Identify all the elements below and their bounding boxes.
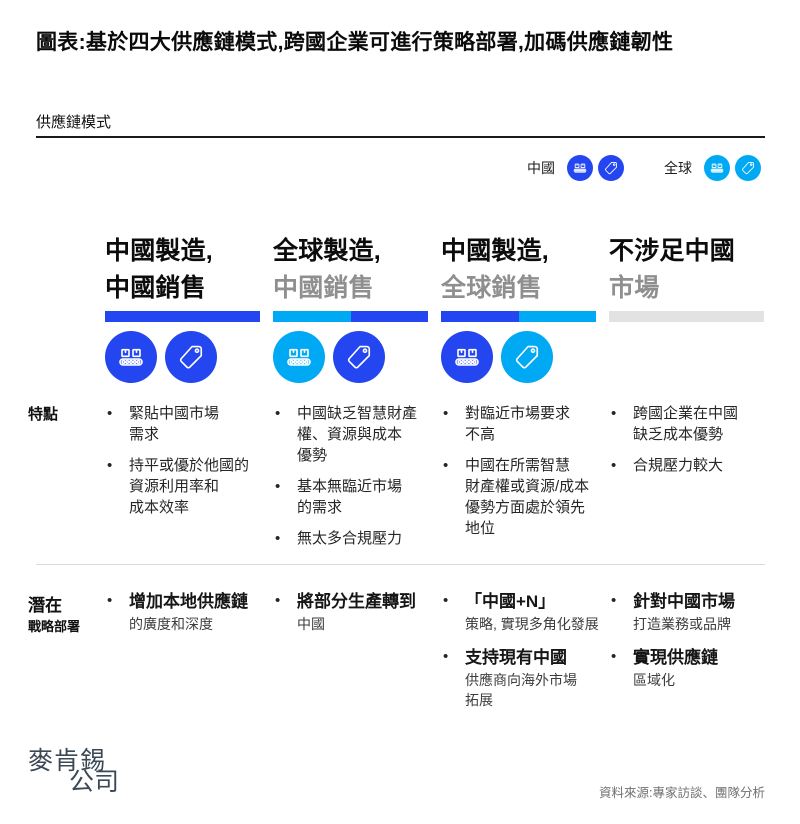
model-color-bar — [273, 311, 428, 322]
factory-icon — [273, 331, 325, 383]
model-color-bar — [609, 311, 764, 322]
features-list-col1: 緊貼中國市場 需求 持平或優於他國的 資源利用率和 成本效率 — [105, 403, 260, 528]
strategy-sub-text: 的廣度和深度 — [129, 616, 213, 632]
logo-line2: 公司 — [69, 768, 120, 796]
model-color-bar — [105, 311, 260, 322]
feature-bullet: 對臨近市場要求 不高 — [441, 403, 596, 445]
strategy-main-text: 支持現有中國 — [465, 648, 567, 667]
features-row-label: 特點 — [28, 406, 59, 423]
features-list-col3: 對臨近市場要求 不高 中國在所需智慧 財產權或資源/成本 優勢方面處於領先 地位 — [441, 403, 596, 549]
strategy-list-col3: 「中國+N」 策略, 實現多角化發展 支持現有中國 供應商向海外市場 拓展 — [441, 590, 599, 722]
china-tag-icon — [598, 155, 624, 181]
strategy-sub-text: 打造業務或品牌 — [633, 616, 731, 632]
strategy-main-text: 將部分生產轉到 — [297, 592, 416, 611]
section-label: 供應鏈模式 — [36, 114, 112, 131]
model-icons — [105, 331, 263, 383]
column-china-make-china-sell: 中國製造, 中國銷售 — [105, 233, 263, 383]
section-rule — [36, 136, 765, 138]
strategy-bullet: 針對中國市場 打造業務或品牌 — [609, 590, 767, 634]
legend-global-label: 全球 — [664, 162, 692, 177]
column-no-china-market: 不涉足中國 市場 — [609, 233, 767, 322]
column-header-line2: 市場 — [609, 274, 660, 302]
column-header-line2: 中國銷售 — [105, 274, 206, 302]
feature-bullet: 持平或優於他國的 資源利用率和 成本效率 — [105, 455, 260, 518]
model-color-bar — [441, 311, 596, 322]
feature-bullet: 緊貼中國市場 需求 — [105, 403, 260, 445]
strategy-main-text: 針對中國市場 — [633, 592, 735, 611]
strategy-bullet: 增加本地供應鏈 的廣度和深度 — [105, 590, 263, 634]
model-icons — [441, 331, 599, 383]
strategy-bullet: 將部分生產轉到 中國 — [273, 590, 431, 634]
strategy-main-text: 「中國+N」 — [465, 592, 556, 611]
legend-china-label: 中國 — [527, 162, 555, 177]
column-header-line2: 全球銷售 — [441, 274, 542, 302]
feature-bullet: 中國在所需智慧 財產權或資源/成本 優勢方面處於領先 地位 — [441, 455, 596, 539]
feature-bullet: 跨國企業在中國 缺乏成本優勢 — [609, 403, 764, 445]
logo-line1: 麥肯錫 — [28, 747, 107, 775]
strategy-list-col2: 將部分生產轉到 中國 — [273, 590, 431, 646]
feature-bullet: 合規壓力較大 — [609, 455, 764, 476]
strategy-bullet: 「中國+N」 策略, 實現多角化發展 — [441, 590, 599, 634]
strategy-sub-text: 中國 — [297, 616, 325, 632]
factory-icon — [105, 331, 157, 383]
strategy-sub-text: 策略, 實現多角化發展 — [465, 616, 599, 632]
column-china-make-global-sell: 中國製造, 全球銷售 — [441, 233, 599, 383]
strategy-list-col4: 針對中國市場 打造業務或品牌 實現供應鏈 區域化 — [609, 590, 767, 702]
legend-global: 全球 — [664, 155, 761, 181]
strategy-list-col1: 增加本地供應鏈 的廣度和深度 — [105, 590, 263, 646]
column-header-line1: 不涉足中國 — [609, 237, 736, 265]
strategy-bullet: 支持現有中國 供應商向海外市場 拓展 — [441, 646, 599, 710]
strategy-bullet: 實現供應鏈 區域化 — [609, 646, 767, 690]
strategy-main-text: 增加本地供應鏈 — [129, 592, 248, 611]
tag-icon — [333, 331, 385, 383]
global-tag-icon — [735, 155, 761, 181]
strategy-sub-text: 區域化 — [633, 672, 675, 688]
model-icons — [273, 331, 431, 383]
legend-china: 中國 — [527, 155, 624, 181]
strategy-main-text: 實現供應鏈 — [633, 648, 718, 667]
feature-bullet: 中國缺乏智慧財產 權、資源與成本 優勢 — [273, 403, 428, 466]
feature-bullet: 無太多合規壓力 — [273, 528, 428, 549]
features-list-col4: 跨國企業在中國 缺乏成本優勢 合規壓力較大 — [609, 403, 764, 486]
column-header-line1: 全球製造, — [273, 237, 381, 265]
page-title: 圖表:基於四大供應鏈模式,跨國企業可進行策略部署,加碼供應鏈韌性 — [36, 31, 674, 54]
factory-icon — [441, 331, 493, 383]
global-factory-icon — [704, 155, 730, 181]
features-list-col2: 中國缺乏智慧財產 權、資源與成本 優勢 基本無臨近市場 的需求 無太多合規壓力 — [273, 403, 428, 559]
source-note: 資料來源:專家訪談、團隊分析 — [599, 786, 765, 800]
strategy-sub-text: 供應商向海外市場 拓展 — [465, 672, 577, 708]
tag-icon — [501, 331, 553, 383]
tag-icon — [165, 331, 217, 383]
row-divider — [36, 564, 765, 565]
column-header-line1: 中國製造, — [441, 237, 549, 265]
mckinsey-logo: 麥肯錫 公司 — [28, 747, 120, 796]
china-factory-icon — [567, 155, 593, 181]
column-global-make-china-sell: 全球製造, 中國銷售 — [273, 233, 431, 383]
column-header-line1: 中國製造, — [105, 237, 213, 265]
strategy-row-label-line1: 潛在 — [28, 596, 62, 615]
strategy-row-label-line2: 戰略部署 — [28, 619, 81, 634]
feature-bullet: 基本無臨近市場 的需求 — [273, 476, 428, 518]
column-header-line2: 中國銷售 — [273, 274, 374, 302]
